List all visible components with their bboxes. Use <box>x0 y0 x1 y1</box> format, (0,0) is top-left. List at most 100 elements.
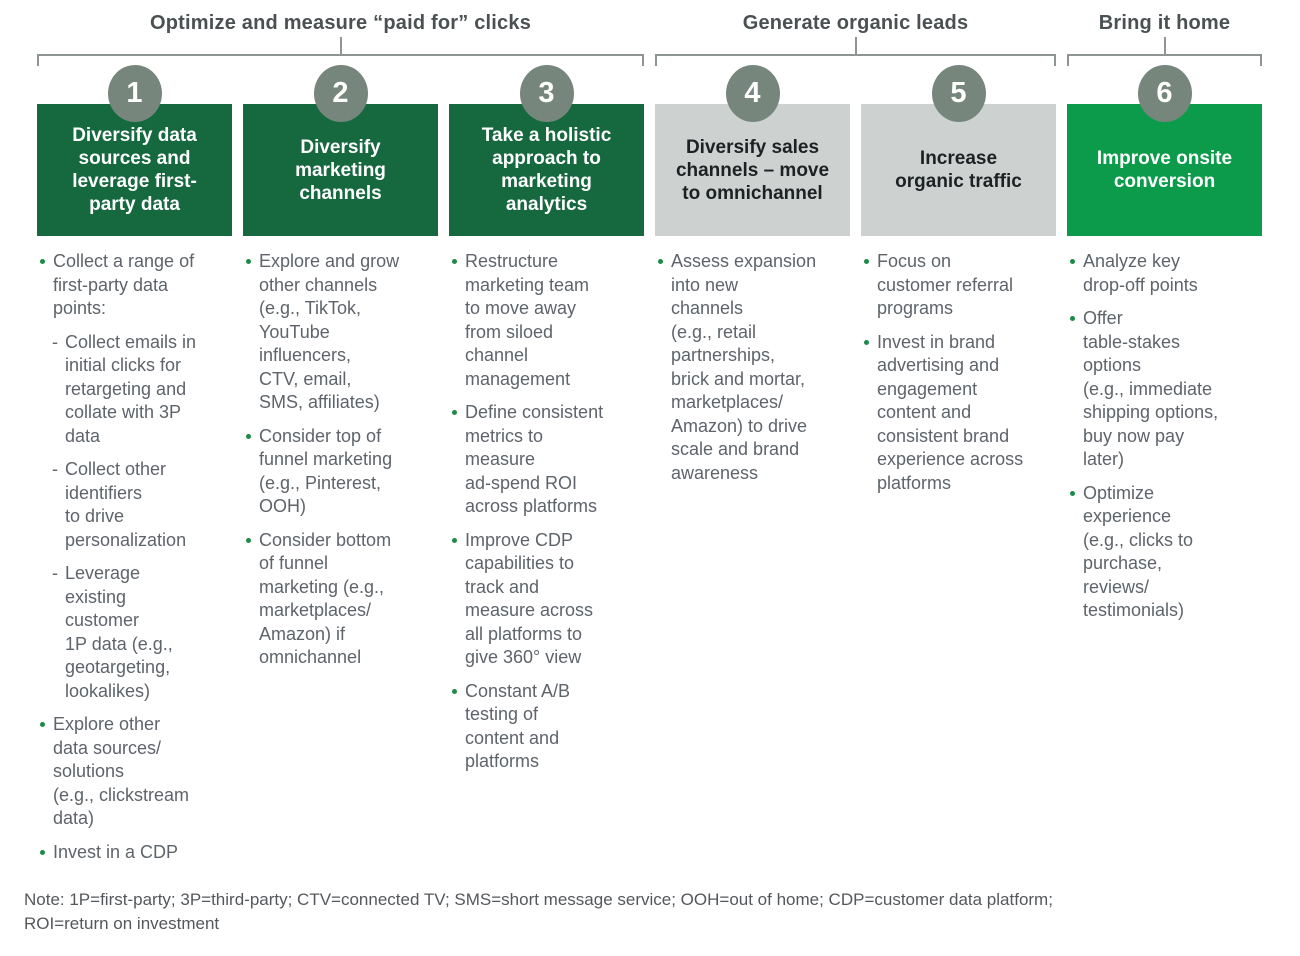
step-title: Diversify marketing channels <box>295 136 386 204</box>
bracket-center-tick <box>339 37 342 54</box>
bullet-dot-icon <box>1070 316 1075 321</box>
dash-marker: - <box>52 459 58 479</box>
list-item: Focus on customer referral programs <box>862 250 1056 321</box>
list-item-text: Define consistent metrics to measure ad-… <box>465 402 604 516</box>
group-bracket <box>655 54 1056 66</box>
list-item-text: Leverage existing customer 1P data (e.g.… <box>65 563 173 701</box>
list-item-text: Consider bottom of funnel marketing (e.g… <box>259 529 392 668</box>
list-item: Improve CDP capabilities to track and me… <box>450 529 644 670</box>
list-item-text: Collect emails in initial clicks for ret… <box>65 331 197 446</box>
bullet-dot-icon <box>1070 259 1075 264</box>
footnote: Note: 1P=first-party; 3P=third-party; CT… <box>24 890 1053 933</box>
group-label: Bring it home <box>1098 12 1231 34</box>
step-title-box: Diversify marketing channels <box>243 104 438 236</box>
step-column-4: 4 Diversify sales channels – move to omn… <box>655 65 850 505</box>
step-title: Improve onsite conversion <box>1096 148 1233 192</box>
bullet-dot-icon <box>452 259 457 264</box>
step-title-box: Diversify sales channels – move to omnic… <box>655 104 850 236</box>
bullet-dot-icon <box>1070 490 1075 496</box>
step-number-badge: 4 <box>725 65 780 122</box>
step-number: 6 <box>1156 77 1173 109</box>
step-title: Increase organic traffic <box>895 148 1022 192</box>
list-item-text: Optimize experience (e.g., clicks to pur… <box>1083 482 1194 621</box>
step-number-badge: 1 <box>107 65 162 122</box>
step-column-3: 3 Take a holistic approach to marketing … <box>449 65 644 874</box>
bullet-dot-icon <box>40 722 45 727</box>
bullet-dot-icon <box>452 537 457 543</box>
list-item-text: Analyze key drop-off points <box>1083 251 1198 295</box>
step-number-badge: 6 <box>1137 65 1192 122</box>
step-item-list: Assess expansion into new channels (e.g.… <box>655 250 850 495</box>
list-subitem: -Collect other identifiers to drive pers… <box>38 458 232 552</box>
bullet-dot-icon <box>452 410 457 415</box>
bullet-dot-icon <box>864 259 869 264</box>
step-title: Take a holistic approach to marketing an… <box>481 125 612 215</box>
list-item-text: Focus on customer referral programs <box>877 251 1014 318</box>
step-title-box: Diversify data sources and leverage firs… <box>37 104 232 236</box>
list-item: Define consistent metrics to measure ad-… <box>450 401 644 519</box>
bullet-dot-icon <box>246 433 251 439</box>
group-paid-clicks: Optimize and measure “paid for” clicks 1… <box>37 10 644 874</box>
list-item-text: Collect other identifiers to drive perso… <box>65 459 187 550</box>
group-columns: 6 Improve onsite conversion Analyze key … <box>1067 65 1262 633</box>
step-title-box: Increase organic traffic <box>861 104 1056 236</box>
group-columns: 1 Diversify data sources and leverage fi… <box>37 65 644 874</box>
step-column-6: 6 Improve onsite conversion Analyze key … <box>1067 65 1262 633</box>
step-item-list: Collect a range of first-party data poin… <box>37 250 232 874</box>
list-item-text: Assess expansion into new channels (e.g.… <box>671 251 817 483</box>
list-item: Restructure marketing team to move away … <box>450 250 644 391</box>
bullet-dot-icon <box>864 339 869 345</box>
list-item-text: Improve CDP capabilities to track and me… <box>465 529 594 668</box>
step-number: 4 <box>744 77 761 109</box>
list-item-text: Offer table-stakes options (e.g., immedi… <box>1083 308 1219 469</box>
step-number: 1 <box>126 77 143 109</box>
list-item-text: Invest in a CDP <box>53 841 179 862</box>
step-title-box: Improve onsite conversion <box>1067 104 1262 236</box>
group-organic-leads: Generate organic leads 4 Diversify sales… <box>655 10 1056 874</box>
group-bracket <box>1067 54 1262 66</box>
step-title: Diversify sales channels – move to omnic… <box>675 136 830 204</box>
bullet-dot-icon <box>40 849 45 855</box>
bullet-dot-icon <box>452 688 457 694</box>
bullet-dot-icon <box>40 259 45 264</box>
list-item: Constant A/B testing of content and plat… <box>450 680 644 774</box>
bullet-dot-icon <box>246 537 251 543</box>
step-column-1: 1 Diversify data sources and leverage fi… <box>37 65 232 874</box>
list-item: Offer table-stakes options (e.g., immedi… <box>1068 307 1262 472</box>
dash-marker: - <box>52 563 58 583</box>
list-item: Invest in brand advertising and engageme… <box>862 331 1056 496</box>
list-item: Assess expansion into new channels (e.g.… <box>656 250 850 485</box>
group-bracket <box>37 54 644 66</box>
list-item: Consider top of funnel marketing (e.g., … <box>244 425 438 519</box>
list-subitem: -Collect emails in initial clicks for re… <box>38 331 232 449</box>
list-item: Invest in a CDP <box>38 841 232 865</box>
step-number: 5 <box>950 77 967 109</box>
list-item-text: Consider top of funnel marketing (e.g., … <box>259 425 393 517</box>
step-item-list: Restructure marketing team to move away … <box>449 250 644 784</box>
step-title-box: Take a holistic approach to marketing an… <box>449 104 644 236</box>
list-item-text: Explore other data sources/ solutions (e… <box>53 714 190 828</box>
step-number-badge: 5 <box>931 65 986 122</box>
list-item-text: Explore and grow other channels (e.g., T… <box>259 251 400 412</box>
step-column-5: 5 Increase organic traffic Focus on cust… <box>861 65 1056 505</box>
step-item-list: Analyze key drop-off points Offer table-… <box>1067 250 1262 633</box>
step-number: 3 <box>538 77 555 109</box>
list-item: Explore other data sources/ solutions (e… <box>38 713 232 831</box>
group-bring-it-home: Bring it home 6 Improve onsite conversio… <box>1067 10 1262 874</box>
group-label: Generate organic leads <box>742 12 969 34</box>
group-label: Optimize and measure “paid for” clicks <box>149 12 532 34</box>
step-item-list: Focus on customer referral programs Inve… <box>861 250 1056 505</box>
list-item-text: Restructure marketing team to move away … <box>465 251 590 389</box>
list-item: Analyze key drop-off points <box>1068 250 1262 297</box>
bullet-dot-icon <box>658 259 663 264</box>
list-item-text: Collect a range of first-party data poin… <box>53 251 195 318</box>
step-number-badge: 3 <box>519 65 574 122</box>
dash-marker: - <box>52 331 58 352</box>
step-title: Diversify data sources and leverage firs… <box>72 125 197 215</box>
list-item: Consider bottom of funnel marketing (e.g… <box>244 529 438 670</box>
step-number-badge: 2 <box>313 65 368 122</box>
step-item-list: Explore and grow other channels (e.g., T… <box>243 250 438 680</box>
list-item: Explore and grow other channels (e.g., T… <box>244 250 438 415</box>
bullet-dot-icon <box>246 259 251 264</box>
